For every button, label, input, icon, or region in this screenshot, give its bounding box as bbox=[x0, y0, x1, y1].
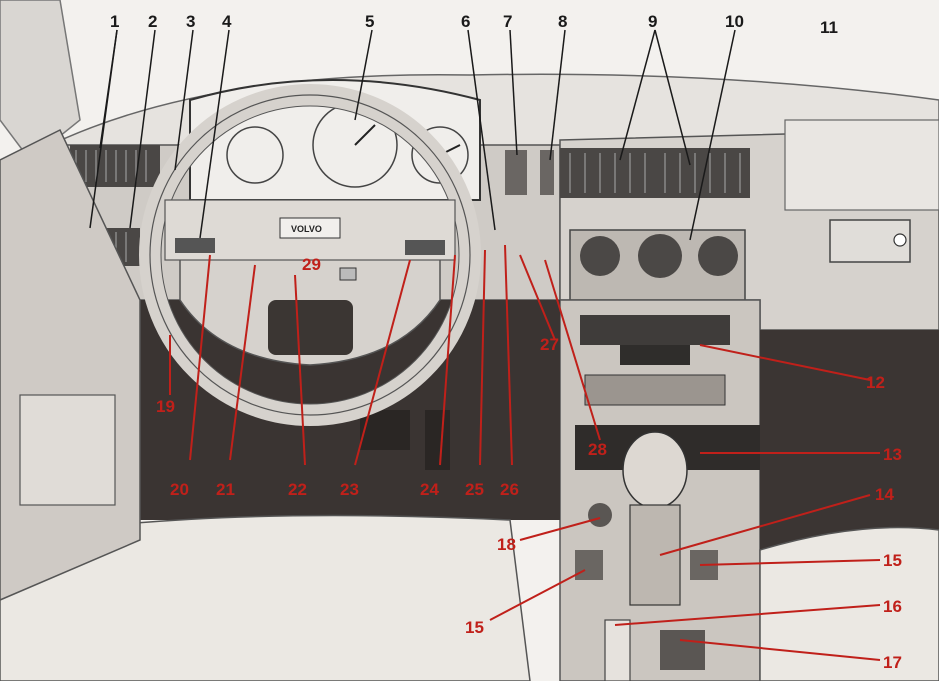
callout-14: 14 bbox=[875, 485, 894, 504]
callout-12: 12 bbox=[866, 373, 885, 392]
brand-badge: VOLVO bbox=[291, 224, 322, 234]
callout-16: 16 bbox=[883, 597, 902, 616]
callout-2: 2 bbox=[148, 12, 157, 31]
callout-15-left: 15 bbox=[465, 618, 484, 637]
callout-21: 21 bbox=[216, 480, 235, 499]
callout-18: 18 bbox=[497, 535, 516, 554]
callout-1: 1 bbox=[110, 12, 119, 31]
callout-15-right: 15 bbox=[883, 551, 902, 570]
callout-24: 24 bbox=[420, 480, 439, 499]
callout-27: 27 bbox=[540, 335, 559, 354]
callout-29: 29 bbox=[302, 255, 321, 274]
callout-4: 4 bbox=[222, 12, 232, 31]
callout-8: 8 bbox=[558, 12, 567, 31]
callouts-bottom: 19 20 21 22 23 24 25 26 27 28 bbox=[156, 335, 607, 499]
callout-20: 20 bbox=[170, 480, 189, 499]
callout-11: 11 bbox=[820, 18, 838, 37]
callouts-top: 1 2 3 4 5 6 7 8 9 10 11 bbox=[110, 12, 838, 37]
callout-10: 10 bbox=[725, 12, 744, 31]
callout-17: 17 bbox=[883, 653, 902, 672]
callout-22: 22 bbox=[288, 480, 307, 499]
callout-25: 25 bbox=[465, 480, 484, 499]
callout-6: 6 bbox=[461, 12, 470, 31]
callout-5: 5 bbox=[365, 12, 374, 31]
callouts-right: 12 13 14 15 16 17 bbox=[866, 373, 902, 672]
callout-26: 26 bbox=[500, 480, 519, 499]
callout-19: 19 bbox=[156, 397, 175, 416]
callout-3: 3 bbox=[186, 12, 195, 31]
callout-7: 7 bbox=[503, 12, 512, 31]
callout-13: 13 bbox=[883, 445, 902, 464]
callout-23: 23 bbox=[340, 480, 359, 499]
callout-28: 28 bbox=[588, 440, 607, 459]
callouts-console: 18 15 bbox=[465, 535, 516, 637]
callout-9: 9 bbox=[648, 12, 657, 31]
